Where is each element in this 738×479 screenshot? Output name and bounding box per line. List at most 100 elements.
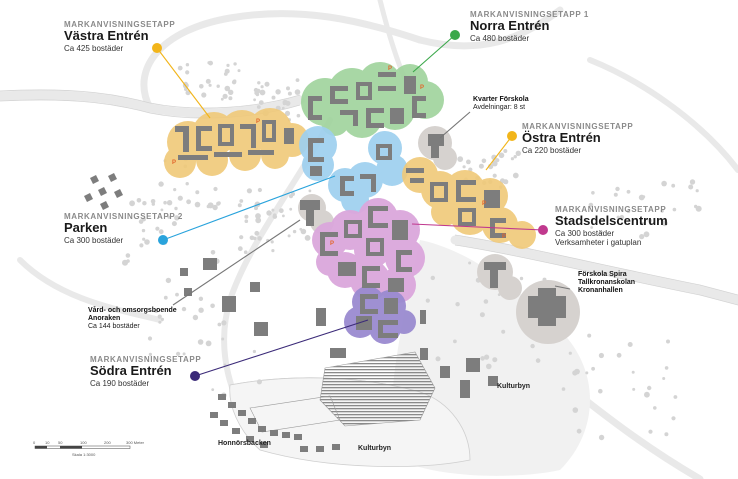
tree bbox=[155, 226, 160, 231]
tree bbox=[192, 314, 199, 321]
tree bbox=[666, 339, 670, 344]
tree bbox=[287, 234, 291, 238]
tree bbox=[272, 214, 278, 219]
tree bbox=[252, 349, 256, 354]
tree bbox=[139, 243, 144, 248]
tree bbox=[598, 434, 605, 441]
tree bbox=[664, 432, 669, 437]
tree bbox=[492, 357, 498, 363]
label-stadsdel-name: Stadsdelscentrum bbox=[555, 213, 668, 229]
label-spira-line3: Kronanhallen bbox=[578, 287, 623, 295]
leader-lines bbox=[156, 34, 571, 377]
label-vard-line2: Anoraken bbox=[88, 315, 121, 323]
parking-symbol: P bbox=[420, 85, 424, 91]
label-vard: Vård- och omsorgsboende Anoraken Ca 144 … bbox=[88, 307, 177, 331]
tree bbox=[286, 86, 290, 91]
label-stadsdel-tag: MARKANVISNINGSETAPP bbox=[555, 205, 667, 214]
scale-tick-3: 100 bbox=[80, 440, 87, 445]
tree bbox=[457, 156, 464, 163]
tree bbox=[212, 204, 218, 211]
tree bbox=[182, 352, 186, 356]
tree bbox=[561, 387, 566, 391]
tree bbox=[237, 203, 242, 208]
tree bbox=[154, 308, 159, 313]
tree bbox=[501, 329, 506, 334]
tree bbox=[292, 229, 297, 234]
tree bbox=[632, 387, 636, 391]
label-vastra-sub: Ca 425 bostäder bbox=[64, 44, 124, 54]
tree bbox=[177, 195, 183, 201]
scale-tick-0: 0 bbox=[33, 440, 36, 445]
tree bbox=[207, 61, 211, 65]
tree bbox=[287, 91, 292, 96]
buildings bbox=[84, 72, 566, 452]
tree bbox=[174, 206, 178, 211]
tree bbox=[498, 152, 505, 159]
tree bbox=[259, 89, 266, 96]
label-sodra-sub: Ca 190 bostäder bbox=[90, 379, 150, 389]
tree bbox=[576, 428, 582, 434]
tree bbox=[255, 213, 261, 219]
tree bbox=[260, 85, 264, 89]
tree bbox=[271, 208, 275, 212]
tree bbox=[231, 80, 237, 85]
tree bbox=[304, 235, 311, 241]
tree bbox=[226, 63, 230, 67]
tree bbox=[271, 95, 276, 100]
tree bbox=[480, 356, 485, 361]
parking-symbol: P bbox=[502, 234, 506, 240]
tree bbox=[171, 221, 177, 227]
tree bbox=[647, 385, 652, 391]
tree bbox=[249, 235, 255, 241]
tree bbox=[591, 366, 595, 371]
tree bbox=[151, 202, 155, 206]
tree bbox=[519, 276, 524, 281]
tree bbox=[572, 407, 579, 413]
tree bbox=[257, 187, 262, 193]
tree bbox=[195, 190, 200, 195]
tree bbox=[194, 201, 201, 208]
label-ostra-name: Östra Entrén bbox=[522, 130, 601, 146]
tree bbox=[289, 207, 293, 211]
tree bbox=[244, 214, 249, 219]
tree bbox=[453, 339, 457, 344]
tree bbox=[239, 199, 244, 203]
tree bbox=[158, 181, 164, 187]
tree bbox=[198, 307, 204, 313]
tree bbox=[296, 113, 301, 118]
tree bbox=[495, 158, 500, 163]
tree bbox=[515, 150, 521, 156]
label-spira-line2: Tallkronanskolan bbox=[578, 279, 636, 287]
tree bbox=[224, 85, 231, 92]
parking-markers: PP PP PP P bbox=[172, 66, 506, 247]
parking-symbol: P bbox=[330, 241, 334, 247]
tree bbox=[425, 298, 430, 303]
tree bbox=[291, 192, 295, 196]
label-spira-line1: Förskola Spira bbox=[578, 271, 627, 278]
label-ostra: MARKANVISNINGSETAPP Östra Entrén Ca 220 … bbox=[522, 122, 633, 155]
tree bbox=[631, 370, 635, 374]
tree bbox=[270, 240, 274, 244]
place-kulturbyn-east: Kulturbyn bbox=[497, 383, 531, 390]
tree bbox=[689, 179, 696, 185]
tree bbox=[233, 62, 237, 66]
label-parken: MARKANVISNINGSETAPP 2 Parken Ca 300 bost… bbox=[64, 212, 183, 245]
tree bbox=[653, 406, 657, 410]
tree bbox=[574, 368, 580, 375]
tree bbox=[246, 188, 252, 194]
tree bbox=[208, 83, 212, 87]
tree bbox=[615, 186, 620, 192]
label-norra: MARKANVISNINGSETAPP 1 Norra Entrén Ca 48… bbox=[470, 10, 589, 43]
tree bbox=[598, 388, 603, 394]
tree bbox=[513, 155, 517, 159]
tree bbox=[264, 81, 270, 87]
tree bbox=[468, 261, 472, 265]
scale-note: Skala 1:3000 bbox=[72, 452, 96, 457]
tree bbox=[174, 215, 180, 221]
tree bbox=[535, 358, 541, 363]
tree bbox=[308, 189, 312, 193]
tree bbox=[197, 339, 204, 345]
tree bbox=[199, 84, 204, 89]
tree bbox=[616, 215, 620, 219]
